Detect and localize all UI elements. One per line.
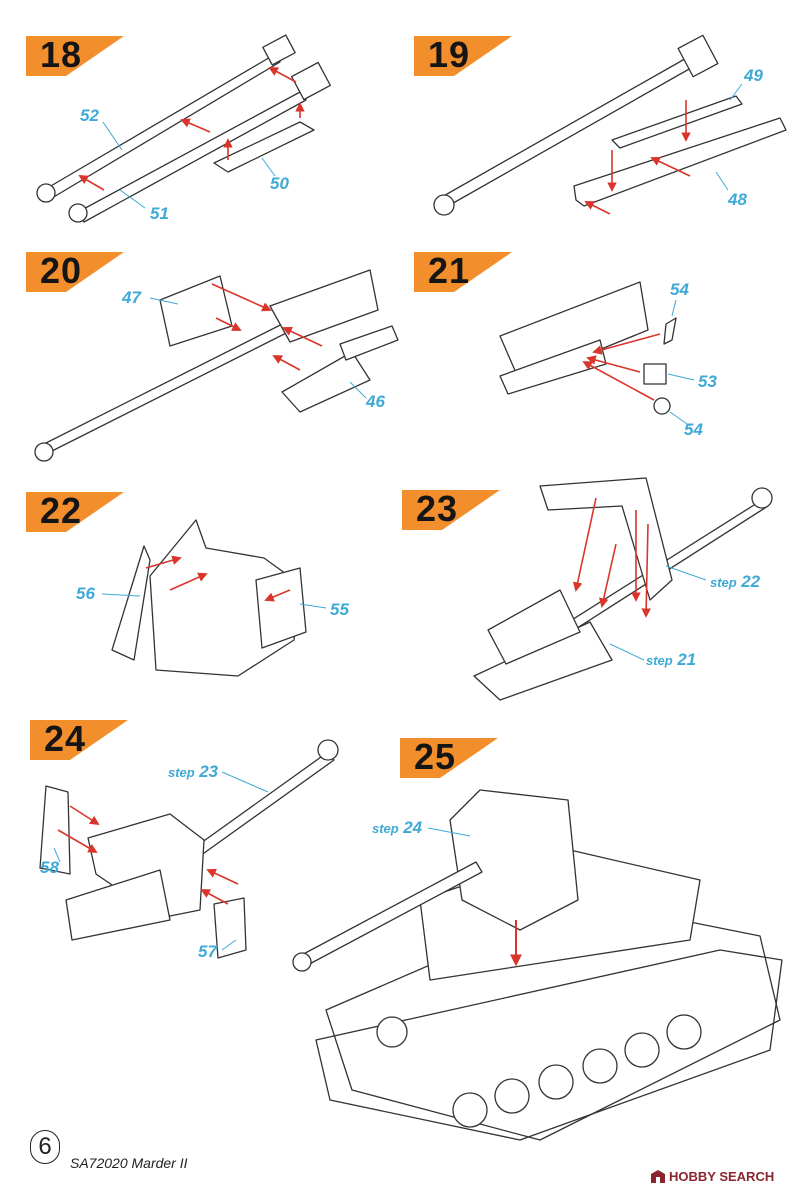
- part-label-46: 46: [366, 392, 385, 411]
- step-number: 19: [428, 34, 471, 75]
- gun-shield-24: [87, 813, 205, 919]
- part-label-54-bottom: 54: [684, 420, 703, 439]
- step-number: 25: [414, 736, 457, 777]
- step-19-drawing: [433, 34, 787, 216]
- cradle-21: [499, 339, 607, 395]
- breech-23: [487, 589, 581, 665]
- step-23-drawing: [473, 477, 773, 701]
- hobby-search-logo-icon: [651, 1170, 665, 1183]
- ref-word: step: [710, 575, 737, 590]
- ref-word: step: [372, 821, 399, 836]
- ref-step-22: step 22: [710, 572, 760, 592]
- breech-block-top: [262, 34, 296, 66]
- step-number: 21: [428, 250, 471, 291]
- muzzle-24: [317, 739, 339, 761]
- part-label-48: 48: [728, 190, 747, 209]
- part-label-53: 53: [698, 372, 717, 391]
- step-18-drawing: [36, 34, 331, 223]
- tank-gun-shield: [449, 789, 579, 931]
- badge-shape: [26, 252, 124, 292]
- part-56-shield-left: [111, 545, 151, 661]
- step-18-badge: 18: [26, 32, 126, 76]
- step-number: 23: [416, 488, 459, 529]
- ref-number: 21: [677, 650, 697, 669]
- step-number: 20: [40, 250, 83, 291]
- step-22-drawing: [111, 519, 307, 677]
- badge-shape: [26, 36, 124, 76]
- part-47-bracket: [159, 275, 233, 347]
- part-label-55: 55: [330, 600, 349, 619]
- step-22-badge: 22: [26, 488, 126, 532]
- muzzle-23: [751, 487, 773, 509]
- ref-step-21: step 21: [646, 650, 696, 670]
- hobby-search-watermark: HOBBY SEARCH: [651, 1169, 774, 1184]
- part-label-57: 57: [198, 942, 217, 961]
- step-25-badge: 25: [400, 734, 500, 778]
- part-label-54-top: 54: [670, 280, 689, 299]
- ref-word: step: [168, 765, 195, 780]
- step-number: 18: [40, 34, 83, 75]
- step-number: 22: [40, 490, 83, 531]
- part-label-50: 50: [270, 174, 289, 193]
- step-24-drawing: [39, 739, 339, 959]
- tank-track: [315, 949, 783, 1141]
- breech-19: [677, 34, 719, 78]
- part-50-plate: [213, 121, 315, 173]
- part-53: [643, 363, 667, 385]
- part-57-shield: [213, 897, 247, 959]
- breech-block-bottom: [291, 61, 331, 101]
- breech-assembly-20: [269, 269, 379, 343]
- part-55-shield-right: [255, 567, 307, 649]
- ref-number: 23: [199, 762, 219, 781]
- muzzle-19: [433, 194, 455, 216]
- step-21-drawing: [499, 281, 677, 415]
- ref-step-24: step 24: [372, 818, 422, 838]
- part-label-49: 49: [744, 66, 763, 85]
- cradle-24: [65, 869, 171, 941]
- muzzle-20: [34, 442, 54, 462]
- ref-number: 22: [741, 572, 761, 591]
- part-54-bottom: [653, 397, 671, 415]
- ref-number: 24: [403, 818, 423, 837]
- part-label-56: 56: [76, 584, 95, 603]
- part-label-58: 58: [40, 858, 59, 877]
- part-58-shield: [39, 785, 71, 875]
- shield-23: [539, 477, 673, 601]
- badge-shape: [414, 252, 512, 292]
- step-25-drawing: [292, 789, 783, 1141]
- badge-shape: [400, 738, 498, 778]
- step-23-badge: 23: [402, 486, 502, 530]
- step-number: 24: [44, 718, 87, 759]
- page-number: 6: [30, 1130, 60, 1164]
- kit-title: SA72020 Marder II: [70, 1155, 188, 1171]
- ref-word: step: [646, 653, 673, 668]
- badge-shape: [414, 36, 512, 76]
- step-24-badge: 24: [30, 716, 130, 760]
- part-54-top: [663, 317, 677, 345]
- part-label-51: 51: [150, 204, 169, 223]
- muzzle-brake-bottom: [68, 203, 88, 223]
- step-21-badge: 21: [414, 248, 514, 292]
- step-20-drawing: [34, 269, 399, 462]
- muzzle-brake-top: [36, 183, 56, 203]
- badge-shape: [26, 492, 124, 532]
- arm-46: [339, 325, 399, 361]
- badge-shape: [30, 720, 128, 760]
- breech-assembly-21: [499, 281, 649, 383]
- part-46-bracket: [281, 351, 371, 413]
- ref-step-23: step 23: [168, 762, 218, 782]
- part-48-cradle: [573, 117, 787, 207]
- part-label-52: 52: [80, 106, 99, 125]
- watermark-text: HOBBY SEARCH: [669, 1169, 775, 1184]
- tank-muzzle: [292, 952, 312, 972]
- part-49-rail: [611, 95, 743, 149]
- step-19-badge: 19: [414, 32, 514, 76]
- badge-shape: [402, 490, 500, 530]
- part-label-47: 47: [122, 288, 141, 307]
- step-20-badge: 20: [26, 248, 126, 292]
